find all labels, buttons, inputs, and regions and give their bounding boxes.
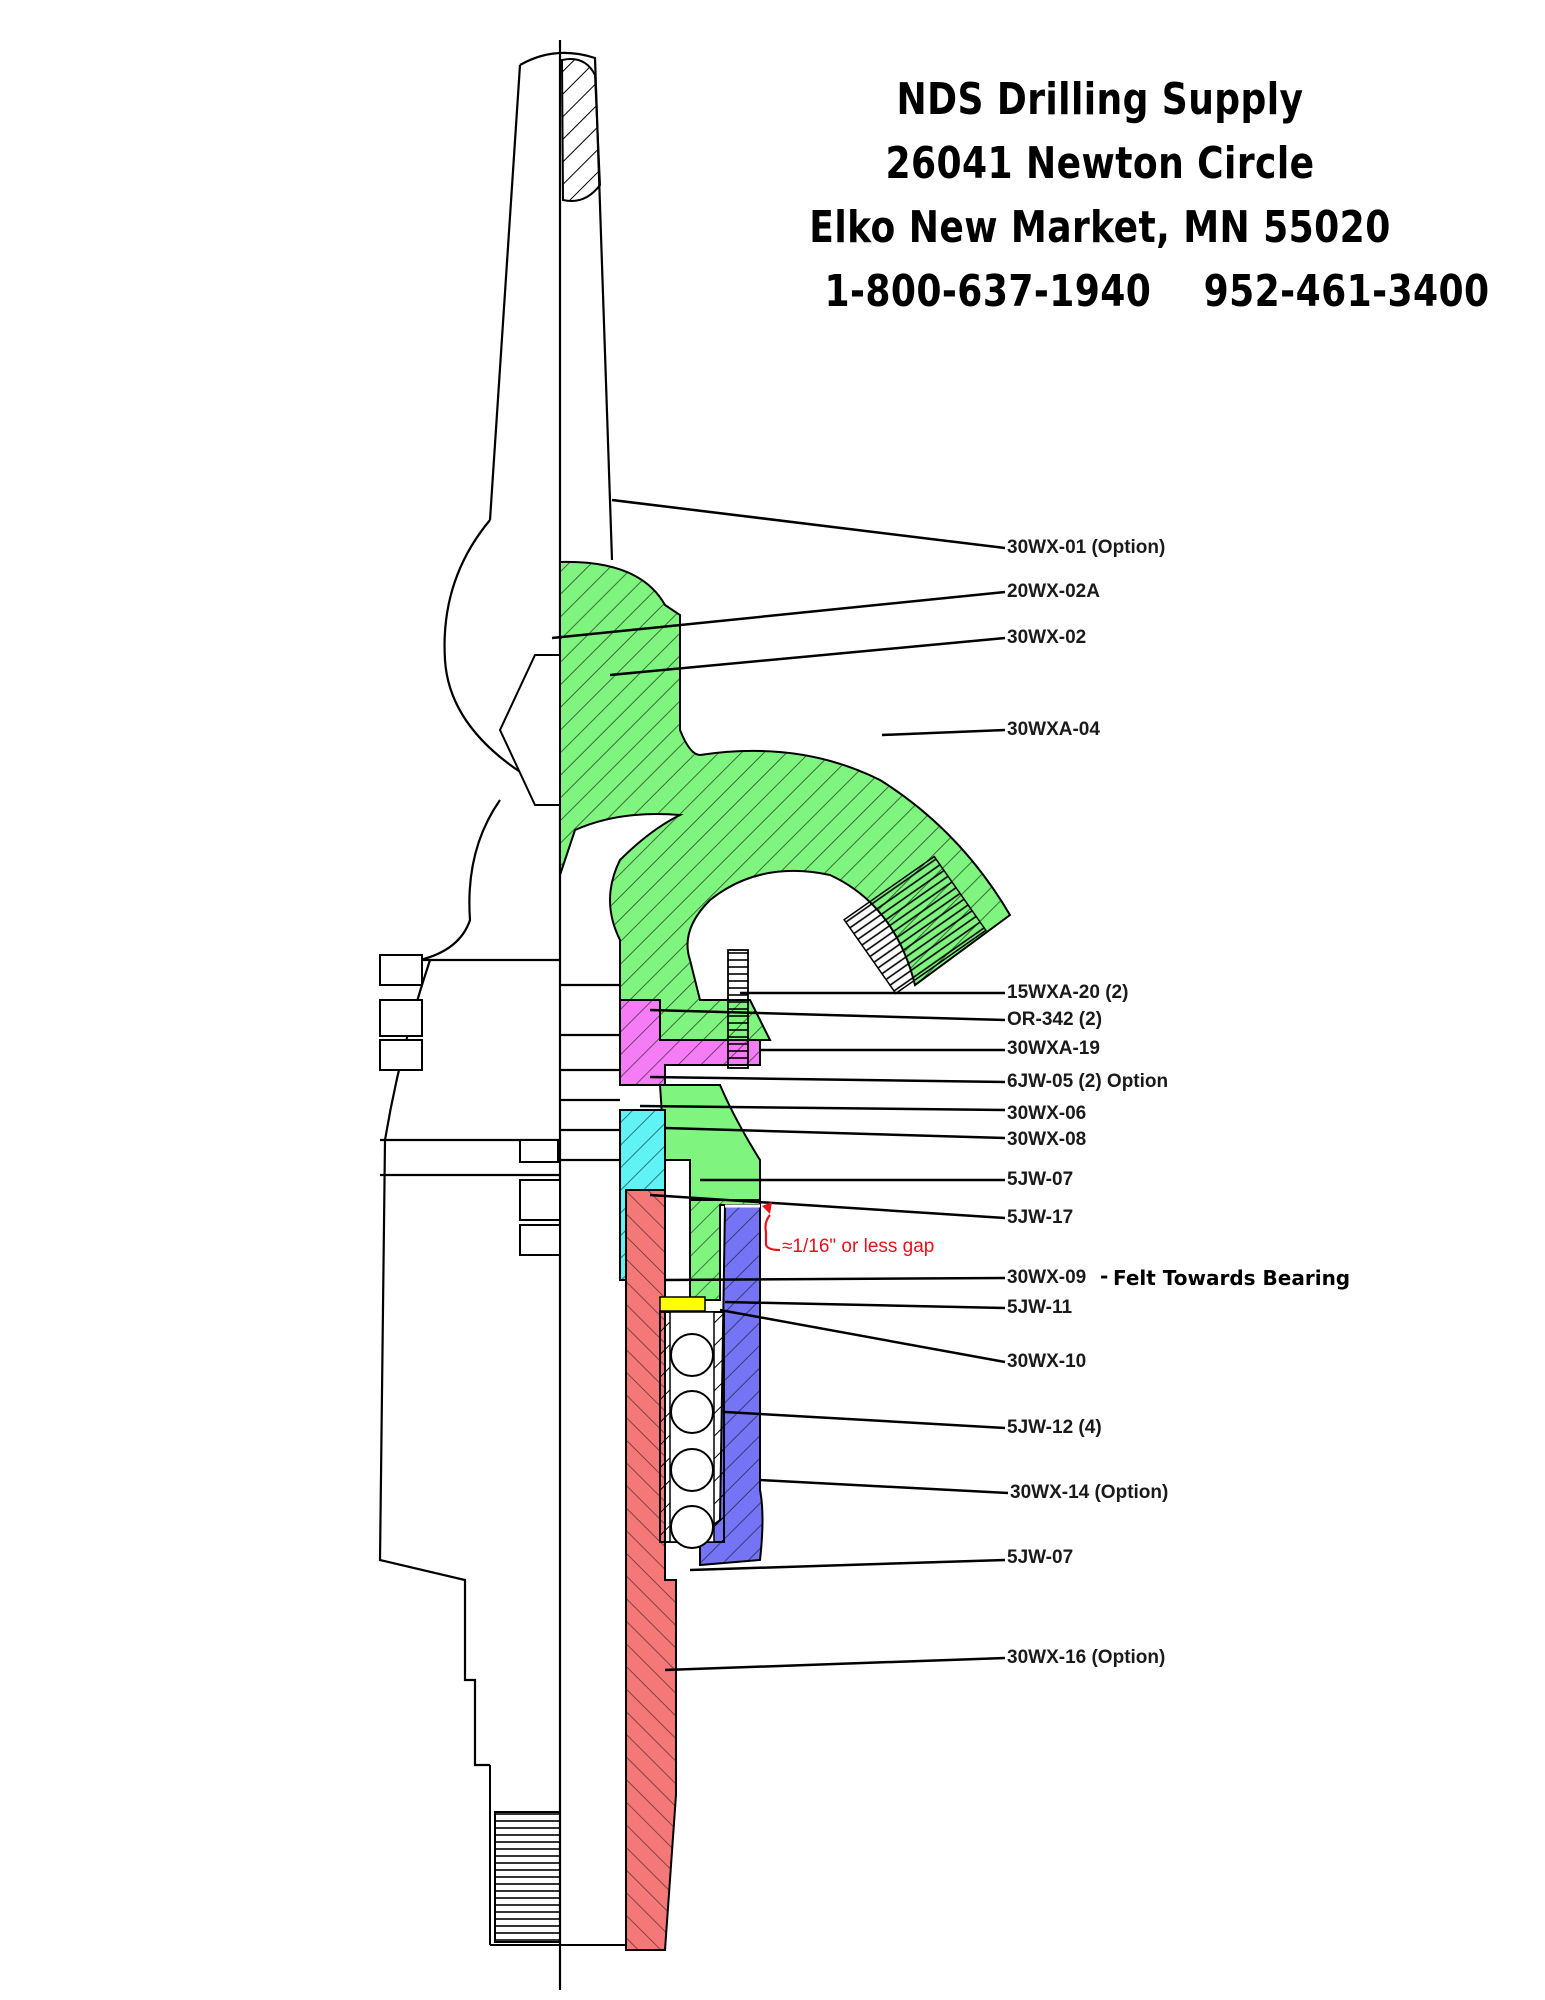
part-label-5JW-17: 5JW-17 [1007, 1207, 1074, 1228]
gooseneck-30WXA-04 [559, 560, 1012, 1062]
part-label-30WX-14: 30WX-14 (Option) [1010, 1482, 1169, 1503]
company-name: NDS Drilling Supply [896, 74, 1304, 125]
company-phones: 1-800-637-1940 952-461-3400 [805, 260, 1489, 324]
part-label-5JW-12: 5JW-12 (4) [1007, 1417, 1102, 1438]
housing-bolts [379, 954, 561, 1256]
part-label-5JW-07-lower: 5JW-07 [1007, 1547, 1074, 1568]
lower-thread-outline [489, 1765, 626, 1946]
part-label-30WX-09: 30WX-09 [1007, 1267, 1087, 1288]
part-label-30WXA-19: 30WXA-19 [1007, 1038, 1100, 1059]
gap-annotation-arrow [725, 1202, 781, 1252]
hex-nut [498, 654, 561, 806]
company-header: NDS Drilling Supply 26041 Newton Circle … [740, 68, 1489, 324]
leader-lines [551, 498, 1009, 1672]
part-label-30WX-02: 30WX-02 [1007, 627, 1087, 648]
bail-part-outline [419, 40, 614, 1990]
part-label-30WX-08: 30WX-08 [1007, 1129, 1087, 1150]
gap-note: ≈1/16" or less gap [782, 1236, 935, 1257]
bearing-ball-3 [670, 1448, 714, 1492]
felt-note-dash: - [1100, 1264, 1109, 1288]
bearing-ball-1 [670, 1333, 714, 1377]
phone-local: 952-461-3400 [1203, 266, 1490, 317]
part-label-30WXA-04: 30WXA-04 [1007, 719, 1100, 740]
felt-note: Felt Towards Bearing [1113, 1266, 1351, 1290]
part-label-15WXA-20: 15WXA-20 (2) [1007, 982, 1129, 1003]
part-label-5JW-11: 5JW-11 [1007, 1297, 1073, 1318]
part-30WX-08-green [658, 1084, 761, 1201]
company-city: Elko New Market, MN 55020 [809, 202, 1391, 253]
part-label-30WX-16: 30WX-16 (Option) [1007, 1647, 1166, 1668]
part-label-20WX-02A: 20WX-02A [1007, 581, 1100, 602]
part-label-30WX-10: 30WX-10 [1007, 1351, 1087, 1372]
bearing-ball-2 [670, 1390, 714, 1434]
felt-30WX-09-yellow [659, 1296, 706, 1312]
part-label-30WX-01: 30WX-01 (Option) [1007, 537, 1166, 558]
part-label-30WX-06: 30WX-06 [1007, 1103, 1087, 1124]
bail-tip-hatch [560, 58, 602, 202]
bearing-ball-4 [670, 1505, 714, 1549]
housing-outline [378, 958, 620, 1767]
part-label-6JW-05: 6JW-05 (2) Option [1007, 1071, 1169, 1092]
phone-tollfree: 1-800-637-1940 [824, 266, 1152, 317]
bearing-assembly [659, 1311, 725, 1549]
part-label-5JW-07-upper: 5JW-07 [1007, 1169, 1074, 1190]
part-label-OR-342: OR-342 (2) [1007, 1009, 1103, 1030]
company-street: 26041 Newton Circle [885, 138, 1315, 189]
bolt-15WXA-20 [727, 949, 749, 1069]
